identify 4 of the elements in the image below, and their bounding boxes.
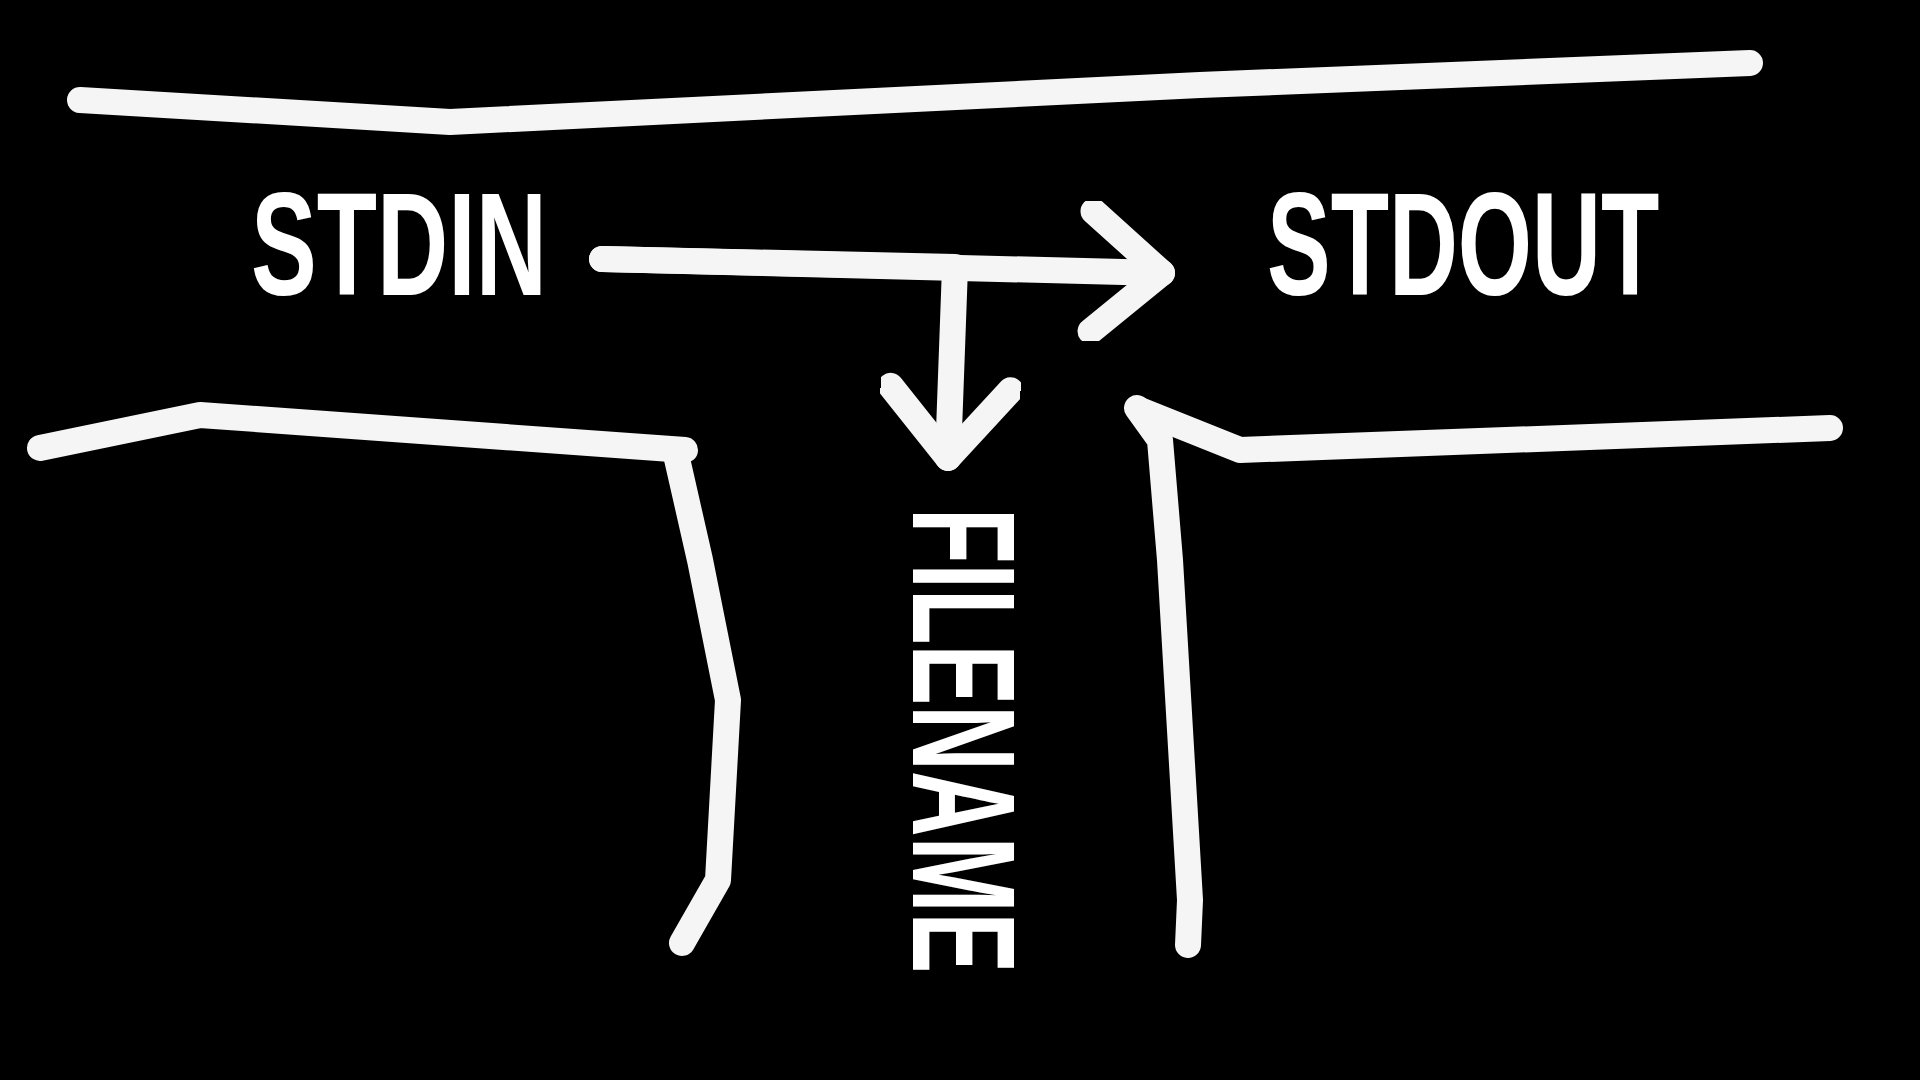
stream-label: FILENAME	[890, 508, 1038, 974]
stream-label: STDOUT	[1267, 170, 1660, 318]
stream-label: STDIN	[251, 170, 547, 318]
arrow	[589, 246, 1024, 471]
